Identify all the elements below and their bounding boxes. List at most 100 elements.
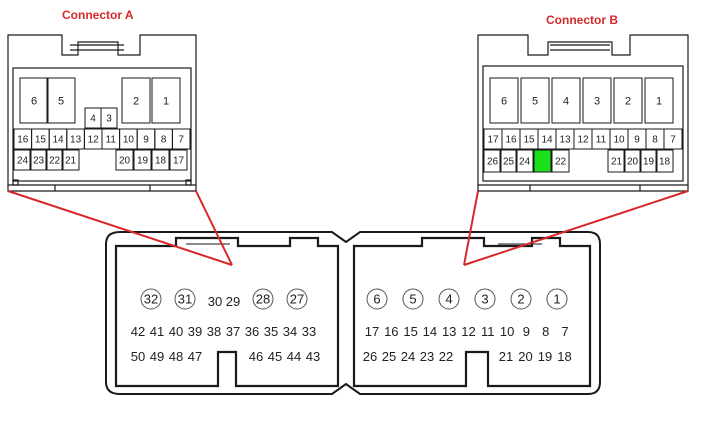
svg-text:16: 16 [17,135,29,146]
svg-text:9: 9 [634,135,640,146]
harness-pin-26: 26 [363,349,377,364]
harness-pin-18: 18 [557,349,571,364]
harness-pin-43: 43 [306,349,320,364]
harness-pin-40: 40 [169,324,183,339]
harness-pin-44: 44 [287,349,301,364]
svg-text:9: 9 [143,135,149,146]
connector-b-title: Connector B [546,13,618,27]
connector-a-cell-17: 17 [169,149,188,171]
harness-pin-30: 30 [208,294,222,309]
svg-text:27: 27 [290,292,304,307]
harness-pin-37: 37 [226,324,240,339]
svg-text:23: 23 [33,156,45,167]
harness-pin-7: 7 [561,324,568,339]
svg-text:4: 4 [563,95,569,107]
harness-pin-9: 9 [523,324,530,339]
svg-text:17: 17 [173,156,185,167]
svg-text:14: 14 [541,135,553,146]
connector-b-cell-22: 22 [551,149,570,173]
harness-pin-39: 39 [188,324,202,339]
harness-pin-23: 23 [420,349,434,364]
harness-pin-41: 41 [150,324,164,339]
svg-text:4: 4 [90,114,96,125]
harness-pin-21: 21 [499,349,513,364]
harness-pin-27: 27 [286,288,308,310]
harness-connector [105,231,601,395]
svg-text:2: 2 [133,95,139,107]
connector-a [7,34,197,192]
svg-text:3: 3 [481,292,488,307]
svg-text:4: 4 [445,292,452,307]
connector-b-cell-16: 16 [501,128,521,150]
connector-a-cell-3: 3 [100,107,118,129]
harness-pin-47: 47 [188,349,202,364]
harness-pin-12: 12 [461,324,475,339]
harness-pin-20: 20 [518,349,532,364]
harness-pin-15: 15 [403,324,417,339]
harness-pin-36: 36 [245,324,259,339]
callout-lines [7,190,689,266]
harness-pin-49: 49 [150,349,164,364]
svg-text:8: 8 [652,135,658,146]
harness-pin-25: 25 [382,349,396,364]
connector-a-cell-1: 1 [151,77,181,124]
svg-text:12: 12 [88,135,100,146]
harness-pin-33: 33 [302,324,316,339]
connector-a-cell-6: 6 [19,77,49,124]
svg-text:17: 17 [487,135,499,146]
connector-a-cell-14: 14 [48,128,68,150]
svg-text:16: 16 [505,135,517,146]
harness-pin-24: 24 [401,349,415,364]
svg-text:5: 5 [532,95,538,107]
harness-pin-1: 1 [546,288,568,310]
svg-text:5: 5 [58,95,64,107]
svg-text:18: 18 [659,157,671,168]
connector-a-cell-16: 16 [13,128,33,150]
svg-text:2: 2 [625,95,631,107]
connector-a-cell-21: 21 [61,149,80,171]
harness-pin-4: 4 [438,288,460,310]
harness-pin-8: 8 [542,324,549,339]
svg-text:13: 13 [559,135,571,146]
harness-pin-31: 31 [174,288,196,310]
harness-pin-32: 32 [140,288,162,310]
connector-b-cell-17: 17 [483,128,503,150]
connector-b-cell-20: 20 [623,149,642,173]
svg-text:12: 12 [577,135,589,146]
connector-a-cell-12: 12 [83,128,103,150]
harness-pin-48: 48 [169,349,183,364]
harness-pin-28: 28 [252,288,274,310]
svg-text:13: 13 [70,135,82,146]
svg-text:21: 21 [611,157,623,168]
svg-text:24: 24 [519,157,531,168]
connector-b-cell-4: 4 [551,77,581,124]
svg-text:15: 15 [35,135,47,146]
connector-a-cell-9: 9 [136,128,156,150]
svg-text:7: 7 [670,135,676,146]
connector-b-cell-12: 12 [573,128,593,150]
connector-b-cell-5: 5 [520,77,550,124]
connector-b-cell-19: 19 [639,149,658,173]
connector-a-cell-11: 11 [101,128,121,150]
harness-pin-11: 11 [481,324,495,339]
harness-pin-5: 5 [402,288,424,310]
harness-pin-42: 42 [131,324,145,339]
connector-b-cell-7: 7 [663,128,683,150]
svg-text:10: 10 [123,135,135,146]
harness-pin-22: 22 [439,349,453,364]
svg-text:25: 25 [503,157,515,168]
harness-pin-35: 35 [264,324,278,339]
harness-pin-17: 17 [365,324,379,339]
connector-a-cell-18: 18 [151,149,170,171]
connector-b-cell-23 [533,149,552,173]
connector-b-cell-15: 15 [519,128,539,150]
svg-text:6: 6 [373,292,380,307]
connector-b-cell-24: 24 [515,149,534,173]
harness-pin-2: 2 [510,288,532,310]
svg-text:8: 8 [161,135,167,146]
connector-b-cell-1: 1 [644,77,674,124]
harness-pin-16: 16 [384,324,398,339]
